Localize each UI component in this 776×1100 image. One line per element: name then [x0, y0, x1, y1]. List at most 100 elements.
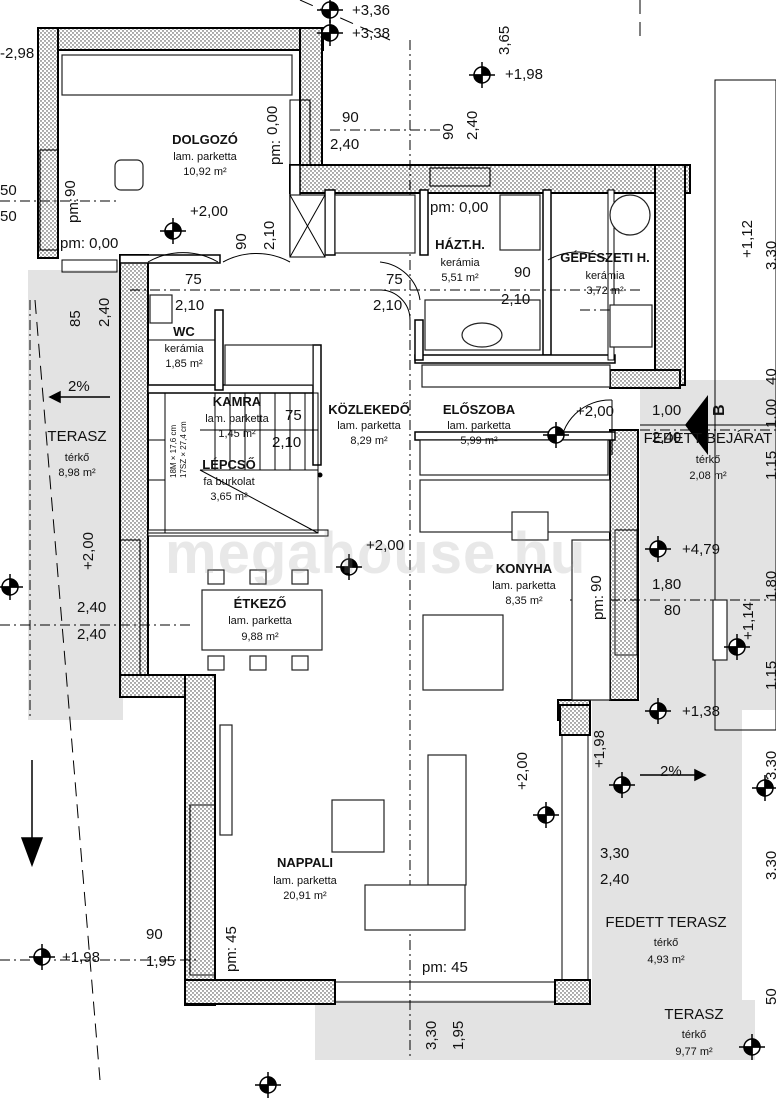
- dim-label: 75: [285, 407, 302, 424]
- room-name: FEDETT BEJÁRAT: [643, 430, 773, 447]
- room-name: ELŐSZOBA: [442, 402, 516, 417]
- dim-label: 85: [67, 310, 84, 327]
- room-material: lam. parketta: [228, 615, 292, 627]
- room-area: 10,92 m²: [183, 166, 227, 178]
- room-area: 1,45 m²: [218, 428, 256, 440]
- wall-living-right: [559, 704, 591, 736]
- furniture: [61, 54, 728, 931]
- edge-dim: 50: [763, 988, 776, 1005]
- dim-label: pm:: [590, 594, 607, 620]
- dim-label: pm: 45: [223, 926, 240, 972]
- level-marker: [317, 20, 343, 46]
- dim-label: 3,30: [600, 845, 630, 862]
- room-material: fa burkolat: [203, 476, 255, 488]
- tv-unit: [219, 724, 233, 836]
- window-living-left: [189, 804, 216, 976]
- window-dolgozo-left: [39, 149, 59, 251]
- room-area: 5,51 m²: [441, 272, 479, 284]
- room-name: TERASZ: [664, 1006, 724, 1023]
- wall-left-dolgozo: [37, 27, 59, 259]
- office-chair: [114, 159, 144, 191]
- slope-arrows: [20, 390, 707, 868]
- level-marker: [609, 772, 635, 798]
- window-dining: [119, 539, 141, 676]
- slope-label: 2%: [660, 763, 682, 780]
- room-area: 8,29 m²: [350, 435, 388, 447]
- stair-note: 17SZ × 27,4 cm: [179, 421, 188, 478]
- exterior-walls: [37, 27, 691, 1006]
- slope-label: 2%: [68, 378, 90, 395]
- dim-label: 3,65: [496, 25, 513, 55]
- pantry-shelf: [224, 344, 314, 386]
- boiler: [609, 194, 651, 236]
- dim-label: pm:: [65, 197, 82, 223]
- dim-label: 2,40: [96, 297, 113, 327]
- room-name: KÖZLEKEDŐ: [328, 402, 410, 417]
- desk: [61, 54, 293, 96]
- wall-gepeszeti-bottom: [609, 369, 681, 389]
- dim-label: 2,40: [600, 871, 630, 888]
- wardrobe: [419, 439, 609, 476]
- level-marker: [317, 0, 343, 23]
- edge-dim: 1,15: [763, 660, 776, 690]
- hall-bench: [421, 364, 611, 388]
- level-label: +4,79: [682, 541, 720, 558]
- dim-label: 90: [233, 233, 250, 250]
- room-material: lam. parketta: [273, 875, 337, 887]
- room-area: 4,93 m²: [647, 954, 685, 966]
- level-marker: [752, 775, 776, 801]
- dim-label: 2,40: [330, 136, 360, 153]
- room-area: 3,65 m²: [210, 491, 248, 503]
- window-dolgozo-right: [289, 99, 311, 166]
- wall-left-dining: [119, 254, 149, 696]
- chair: [207, 655, 225, 671]
- room-name: TERASZ: [47, 428, 107, 445]
- dim-label: 1,00: [652, 402, 682, 419]
- room-area: 8,98 m²: [58, 467, 96, 479]
- level-marker: [645, 698, 671, 724]
- dining-table: [201, 589, 323, 651]
- terrace-paving: [315, 1000, 755, 1060]
- dim-label: 50: [0, 182, 17, 199]
- room-area: 3,72 m²: [586, 285, 624, 297]
- window-kitchen: [614, 529, 638, 656]
- edge-dim: 1,00: [763, 398, 776, 428]
- room-name: FEDETT TERASZ: [605, 914, 727, 931]
- level-marker: [336, 554, 362, 580]
- window-living-right: [561, 734, 589, 981]
- edge-dim: 3,30: [763, 240, 776, 270]
- room-area: 2,08 m²: [689, 470, 727, 482]
- level-label: +1,14: [740, 602, 757, 640]
- dim-label: pm: 0,00: [60, 235, 119, 252]
- washing-machine: [499, 194, 541, 251]
- level-marker: [160, 218, 186, 244]
- room-area: 9,88 m²: [241, 631, 279, 643]
- dim-label: 90: [440, 123, 457, 140]
- dim-label: 75: [185, 271, 202, 288]
- stair-note: 18M × 17,6 cm: [169, 424, 178, 478]
- chair: [249, 655, 267, 671]
- stair: [147, 392, 323, 534]
- wall-bottom-living-right: [554, 979, 591, 1005]
- level-marker: [29, 944, 55, 970]
- dim-label: 1,95: [146, 953, 176, 970]
- dim-label: pm: 45: [422, 959, 468, 976]
- windows: [39, 99, 638, 1003]
- room-area: 9,77 m²: [675, 1046, 713, 1058]
- dim-label: 80: [664, 602, 681, 619]
- room-material: kerámia: [440, 257, 480, 269]
- room-name: WC: [173, 324, 195, 339]
- terrain-lines: [34, 0, 641, 1081]
- sink-bowl: [461, 322, 503, 348]
- section-mark: [640, 395, 776, 455]
- covered-terrace-paving: [592, 700, 742, 1040]
- level-label: +2,00: [576, 403, 614, 420]
- entrance-step: [712, 599, 728, 661]
- room-area: 1,85 m²: [165, 358, 203, 370]
- dim-label: 90: [588, 575, 605, 592]
- watermark: megahouse.hu: [165, 521, 587, 586]
- terrace-left-paving: [28, 270, 123, 720]
- edge-dim: 3,30: [763, 750, 776, 780]
- wall-right-dolgozo: [299, 27, 323, 169]
- room-material: lam. parketta: [337, 420, 401, 432]
